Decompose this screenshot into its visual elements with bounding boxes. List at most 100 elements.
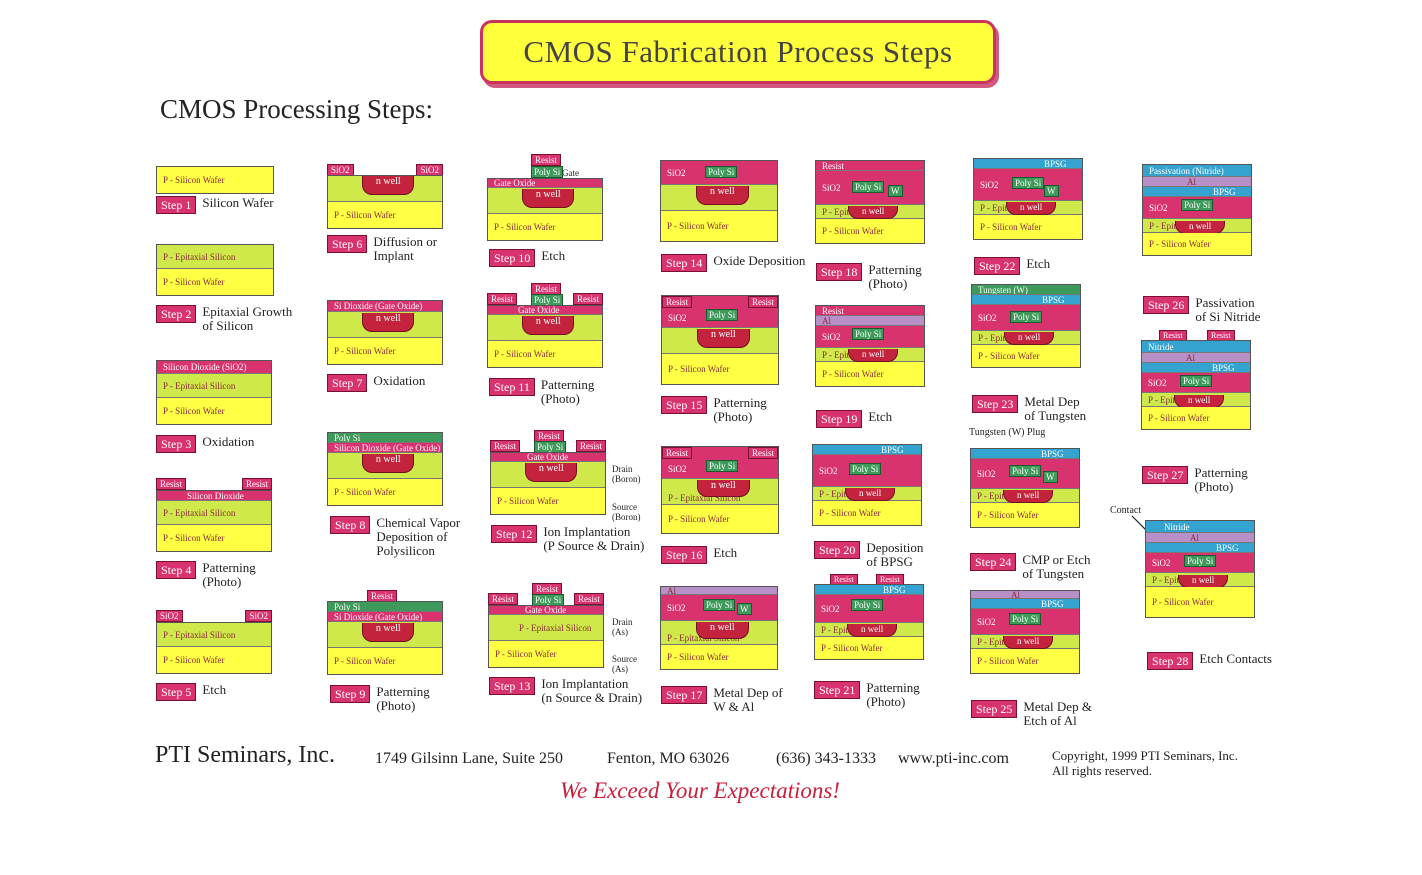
step-25-label: Step 25 Metal Dep & Etch of Al	[971, 700, 1092, 728]
step-desc: Oxidation	[202, 434, 255, 449]
step-desc: Patterning (Photo)	[1194, 465, 1248, 494]
step-21-label: Step 21 Patterning (Photo)	[814, 681, 920, 709]
step-8-diagram: Poly Si Silicon Dioxide (Gate Oxide) n w…	[327, 432, 443, 506]
poly-gate: Poly Si	[1010, 311, 1043, 323]
step-5-diagram: SiO2 SiO2 P - Epitaxial Silicon P - Sili…	[156, 610, 272, 674]
step-desc: Etch	[202, 682, 227, 697]
n-well: n well	[1003, 490, 1053, 503]
bpsg-layer: BPSG	[972, 295, 1080, 305]
step-desc: Etch Contacts	[1199, 651, 1272, 666]
epitaxial-layer: P - Epitaxial Silicon	[157, 374, 271, 398]
step-9-diagram: Resist Poly Si Si Dioxide (Gate Oxide) n…	[327, 590, 443, 675]
silicon-wafer-layer: P - Silicon Wafer	[661, 645, 777, 669]
al-layer: Al	[1143, 177, 1251, 187]
step-2-diagram: P - Epitaxial Silicon P - Silicon Wafer	[156, 244, 274, 296]
step-badge: Step 9	[330, 685, 371, 703]
step-desc: Ion Implantation (n Source & Drain)	[541, 676, 643, 705]
oxide-layer: Gate Oxide	[488, 179, 602, 188]
n-well: n well	[696, 329, 750, 348]
drain-as-annotation: Drain (As)	[612, 617, 633, 637]
poly-gate: Poly Si	[703, 599, 736, 611]
silicon-wafer-layer: P - Silicon Wafer	[488, 341, 602, 367]
oxide-layer: SiO2	[971, 459, 1079, 489]
step-badge: Step 22	[974, 257, 1021, 275]
n-well: n well	[848, 206, 898, 219]
silicon-wafer-layer: P - Silicon Wafer	[1146, 587, 1254, 617]
step-desc: Patterning (Photo)	[540, 377, 595, 406]
silicon-wafer-layer: P - Silicon Wafer	[157, 525, 271, 551]
n-well: n well	[845, 488, 895, 501]
step-16-label: Step 16 Etch	[661, 546, 737, 564]
footer-website-link[interactable]: www.pti-inc.com	[898, 750, 1009, 767]
poly-gate: Poly Si	[1180, 375, 1213, 387]
step-28-diagram: Nitride Al BPSG SiO2 Poly Si P - Epitaxi…	[1145, 520, 1255, 618]
step-badge: Step 16	[661, 546, 708, 564]
step-desc: Ion Implantation (P Source & Drain)	[543, 524, 645, 553]
silicon-wafer-layer: P - Silicon Wafer	[157, 647, 271, 673]
tungsten-plug: W	[1043, 471, 1058, 483]
step-badge: Step 20	[814, 541, 861, 559]
step-desc: Etch	[713, 545, 738, 560]
resist-left: Resist	[662, 447, 693, 459]
step-badge: Step 21	[814, 681, 861, 699]
step-badge: Step 3	[156, 435, 197, 453]
silicon-wafer-layer: P - Silicon Wafer	[971, 503, 1079, 527]
n-well: n well	[696, 480, 750, 497]
resist-layer: Resist	[816, 161, 924, 171]
step-desc: Patterning (Photo)	[866, 680, 920, 709]
n-well: n well	[525, 463, 578, 482]
n-well: n well	[848, 349, 898, 362]
poly-gate: Poly Si	[1012, 177, 1045, 189]
resist-right: Resist	[747, 447, 778, 459]
step-desc: CMP or Etch of Tungsten	[1022, 552, 1091, 581]
source-as-annotation: Source (As)	[612, 654, 637, 674]
bpsg-layer: BPSG	[1142, 363, 1250, 373]
step-desc: Deposition of BPSG	[866, 540, 924, 569]
poly-gate: Poly Si	[706, 309, 739, 321]
step-20-label: Step 20 Deposition of BPSG	[814, 541, 923, 569]
step-badge: Step 25	[971, 700, 1018, 718]
footer-address: 1749 Gilsinn Lane, Suite 250	[375, 750, 563, 767]
bpsg-layer: BPSG	[1143, 187, 1251, 197]
step-7-diagram: Si Dioxide (Gate Oxide) n well P - Silic…	[327, 300, 443, 365]
step-desc: Metal Dep & Etch of Al	[1023, 699, 1092, 728]
silicon-wafer-layer: P - Silicon Wafer	[157, 398, 271, 424]
poly-gate: Poly Si	[531, 166, 564, 178]
n-well: n well	[362, 176, 415, 195]
resist-left: Resist	[156, 478, 187, 490]
step-badge: Step 1	[156, 196, 197, 214]
step-6-diagram: SiO2 SiO2 n well P - Silicon Wafer	[327, 164, 443, 229]
step-desc: Etch	[541, 248, 566, 263]
step-27-label: Step 27 Patterning (Photo)	[1142, 466, 1248, 494]
step-desc: Oxide Deposition	[713, 253, 806, 268]
poly-gate: Poly Si	[1184, 555, 1217, 567]
resist-right: Resist	[575, 440, 606, 452]
step-badge: Step 4	[156, 561, 197, 579]
n-well: n well	[695, 186, 749, 205]
step-15-diagram: SiO2 Resist Resist Poly Si n well P - Si…	[661, 295, 779, 385]
silicon-wafer-layer: P - Silicon Wafer	[491, 488, 605, 514]
silicon-wafer-layer: P - Silicon Wafer	[662, 354, 778, 384]
resist-right: Resist	[573, 593, 604, 605]
silicon-wafer-layer: P - Silicon Wafer	[328, 338, 442, 364]
step-22-diagram: BPSG SiO2 Poly Si W P - Epitaxial Silico…	[973, 158, 1083, 240]
step-17-diagram: Al SiO2 Poly Si W P - Epitaxial Silicon …	[660, 586, 778, 670]
step-25-diagram: Al BPSG SiO2 Poly Si P - Epitaxial Silic…	[970, 590, 1080, 674]
step-badge: Step 19	[816, 410, 863, 428]
poly-gate: Poly Si	[852, 328, 885, 340]
step-desc: Passivation of Si Nitride	[1195, 295, 1261, 324]
resist-left: Resist	[490, 440, 521, 452]
n-well: n well	[522, 189, 575, 208]
step-badge: Step 27	[1142, 466, 1189, 484]
silicon-wafer-layer: P - Silicon Wafer	[328, 202, 442, 228]
nitride-layer: Nitride	[1142, 341, 1250, 353]
step-12-diagram: Resist Resist Poly Si Resist Gate Oxide …	[490, 430, 606, 515]
step-desc: Metal Dep of W & Al	[713, 685, 783, 714]
oxide-layer: Silicon Dioxide (SiO2)	[157, 361, 271, 374]
step-badge: Step 24	[970, 553, 1017, 571]
